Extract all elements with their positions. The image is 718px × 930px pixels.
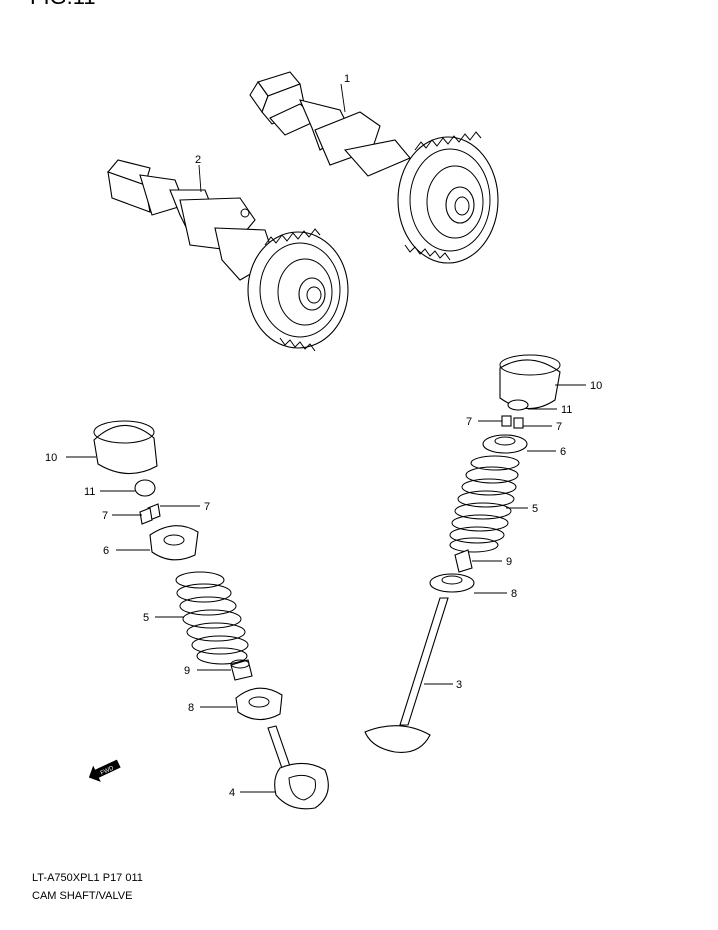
callout-11-left: 11 xyxy=(84,486,95,498)
spring-right xyxy=(449,455,520,553)
oil-seal-right xyxy=(454,549,473,573)
callout-7-right-a: 7 xyxy=(466,416,472,428)
callout-6-right: 6 xyxy=(560,446,566,458)
callout-4: 4 xyxy=(229,787,235,799)
cotter-left xyxy=(139,503,161,525)
forward-arrow-icon: FWD xyxy=(88,759,121,782)
callout-8-right: 8 xyxy=(511,588,517,600)
callout-7-left-b: 7 xyxy=(102,510,108,522)
diagram-title: CAM SHAFT/VALVE xyxy=(32,890,132,902)
callout-5-left: 5 xyxy=(143,612,149,624)
callout-9-left: 9 xyxy=(184,665,190,677)
camshaft-exhaust xyxy=(249,71,499,264)
figure-header: FIG.11 xyxy=(30,0,96,9)
retainer-right xyxy=(482,434,528,454)
model-code: LT-A750XPL1 P17 011 xyxy=(32,872,143,884)
callout-10-right: 10 xyxy=(590,380,602,392)
callout-11-right: 11 xyxy=(561,404,572,416)
callout-3: 3 xyxy=(456,679,462,691)
shim-left xyxy=(134,479,156,497)
fwd-label: FWD xyxy=(100,765,116,776)
camshaft-intake xyxy=(107,159,349,352)
shim-right xyxy=(507,399,529,411)
retainer-left xyxy=(149,525,199,561)
tappet-right xyxy=(499,354,561,410)
spring-seat-right xyxy=(429,573,475,593)
valve-exhaust xyxy=(364,597,449,753)
callout-2: 2 xyxy=(195,154,201,166)
valve-intake xyxy=(267,725,329,810)
tappet-left xyxy=(93,420,158,475)
spring-seat-left xyxy=(235,687,283,721)
oil-seal-left xyxy=(230,659,253,681)
callout-1: 1 xyxy=(344,73,350,85)
spring-left xyxy=(175,571,249,665)
callout-7-right-b: 7 xyxy=(556,421,562,433)
callout-6-left: 6 xyxy=(103,545,109,557)
callout-9-right: 9 xyxy=(506,556,512,568)
callout-8-left: 8 xyxy=(188,702,194,714)
callout-7-left-a: 7 xyxy=(204,501,210,513)
callout-5-right: 5 xyxy=(532,503,538,515)
cotter-right xyxy=(501,415,524,429)
callout-10-left: 10 xyxy=(45,452,57,464)
